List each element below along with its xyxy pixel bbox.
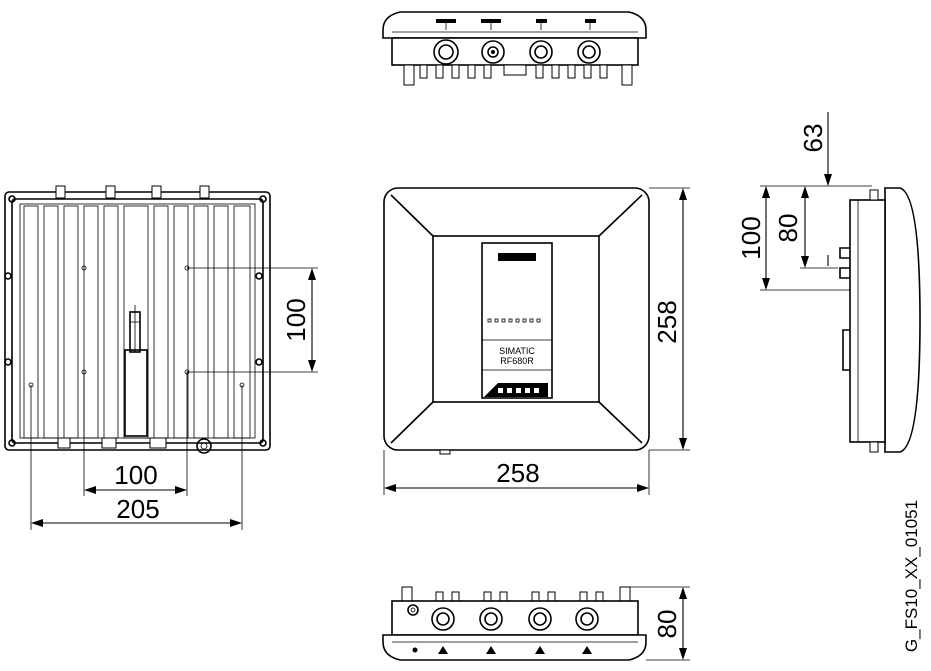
top-view xyxy=(382,11,647,86)
front-label-panel: SIMATIC RF680R xyxy=(481,242,553,399)
rear-dim-horizontal-100: 100 xyxy=(83,372,188,496)
front-dim-vertical: 258 xyxy=(649,187,690,451)
front-width-dim-label: 258 xyxy=(496,458,539,488)
bottom-depth-dim-label: 80 xyxy=(652,610,682,639)
side-mount-profile xyxy=(839,247,850,371)
side-depth-dim-label: 63 xyxy=(798,124,828,153)
rear-bracket xyxy=(124,305,148,437)
side-view: 63 80 100 xyxy=(736,112,921,453)
rear-dim-vertical: 100 xyxy=(187,267,318,373)
led-indicators xyxy=(487,318,541,323)
bottom-fins xyxy=(401,586,631,602)
rear-vertical-dim-label: 100 xyxy=(281,298,311,341)
rear-connectors-bottom xyxy=(57,437,212,454)
front-model-label: RF680R xyxy=(500,356,534,366)
top-connector-labels xyxy=(436,19,596,30)
side-dim-63: 63 xyxy=(760,112,872,187)
front-brand-label: SIMATIC xyxy=(499,346,535,356)
bottom-antenna-symbols xyxy=(412,646,592,654)
rear-horizontal-dim-label: 100 xyxy=(114,460,157,490)
rear-overall-dim-label: 205 xyxy=(116,494,159,524)
front-dim-horizontal: 258 xyxy=(383,450,650,495)
side-spacing-small-label: 80 xyxy=(773,214,803,243)
bottom-dim-80: 80 xyxy=(630,586,690,661)
side-dim-80: 80 xyxy=(773,186,838,269)
front-height-dim-label: 258 xyxy=(652,300,682,343)
rear-mounting-holes xyxy=(4,195,267,447)
top-fins xyxy=(403,64,633,86)
drawing-reference-code: G_FS10_XX_01051 xyxy=(902,500,921,652)
rear-dim-horizontal-205: 205 xyxy=(30,385,243,530)
rear-view: 100 100 205 xyxy=(4,185,318,530)
top-connectors xyxy=(433,39,601,65)
bottom-view: 80 xyxy=(382,586,690,661)
bottom-connectors xyxy=(407,604,599,631)
rear-connectors-top xyxy=(55,185,210,199)
side-spacing-large-label: 100 xyxy=(736,216,766,259)
side-dim-100: 100 xyxy=(736,186,850,291)
front-view: SIMATIC RF680R 258 258 xyxy=(383,187,690,495)
